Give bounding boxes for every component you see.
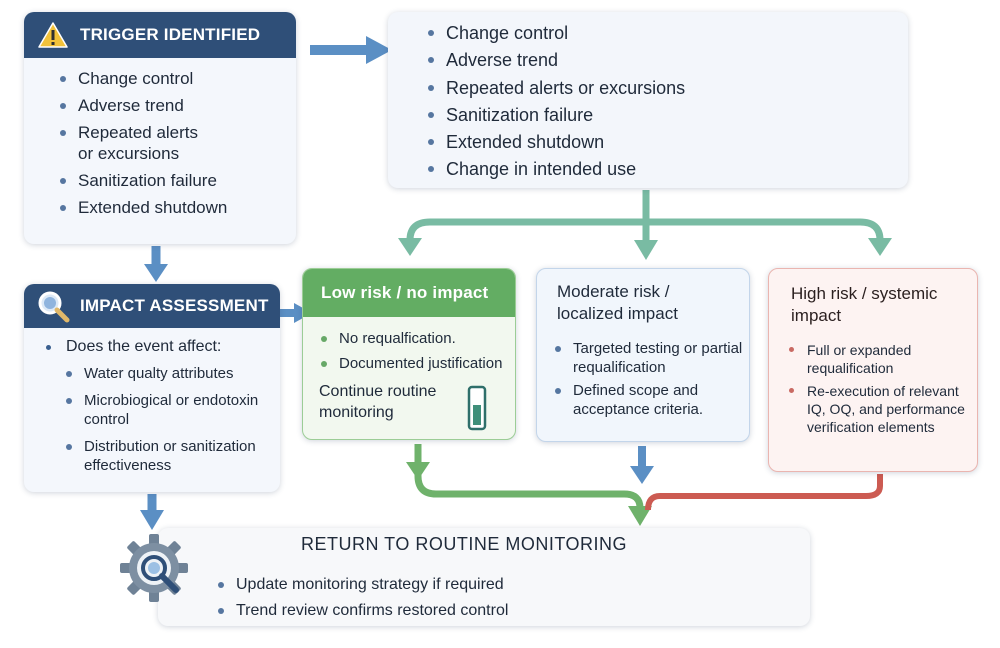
- list-item: Full or expanded requalification: [785, 341, 973, 377]
- list-item: Trend review confirms restored control: [214, 598, 508, 624]
- return-items: Update monitoring strategy if required T…: [214, 572, 508, 624]
- high-risk-card: High risk / systemic impact Full or expa…: [768, 268, 978, 472]
- list-item: Repeated alerts or excursions: [56, 122, 206, 164]
- magnifier-icon: [38, 291, 70, 323]
- list-item: Adverse trend: [56, 95, 227, 116]
- high-risk-items: Full or expanded requalification Re-exec…: [785, 341, 973, 441]
- trigger-list-card: Change control Adverse trend Repeated al…: [388, 12, 908, 188]
- impact-lead: Does the event affect:: [46, 338, 221, 356]
- list-item: Adverse trend: [424, 47, 685, 74]
- list-item: Extended shutdown: [56, 197, 227, 218]
- impact-assessment-card: IMPACT ASSESSMENT Does the event affect:…: [24, 284, 280, 492]
- list-item: Change control: [424, 20, 685, 47]
- arrow-split-green: [406, 190, 884, 242]
- return-monitoring-card: RETURN TO ROUTINE MONITORING Update moni…: [158, 528, 810, 626]
- gauge-icon: [467, 385, 487, 431]
- list-item: Sanitization failure: [424, 102, 685, 129]
- arrow-high-to-return: [645, 474, 883, 511]
- low-risk-items: No requalfication. Documented justificat…: [317, 329, 502, 379]
- low-risk-header: Low risk / no impact: [303, 269, 515, 317]
- impact-items: Water qualty attributes Microbiogical or…: [62, 364, 272, 483]
- list-item: Update monitoring strategy if required: [214, 572, 508, 598]
- list-item: Defined scope and acceptance criteria.: [551, 381, 747, 419]
- list-item: Change control: [56, 68, 227, 89]
- trigger-header: TRIGGER IDENTIFIED: [24, 12, 296, 58]
- moderate-risk-card: Moderate risk / localized impact Targete…: [536, 268, 750, 442]
- gear-magnifier-icon: [120, 534, 188, 602]
- impact-title: IMPACT ASSESSMENT: [80, 296, 269, 315]
- trigger-items: Change control Adverse trend Repeated al…: [56, 68, 227, 224]
- moderate-risk-title: Moderate risk / localized impact: [557, 282, 678, 323]
- list-item: Documented justification: [317, 354, 502, 373]
- list-item: Re-execution of relevant IQ, OQ, and per…: [785, 382, 973, 436]
- list-item: Distribution or sanitization effectivene…: [62, 437, 272, 475]
- low-risk-title: Low risk / no impact: [321, 283, 489, 302]
- list-item: Targeted testing or partial requalificat…: [551, 339, 747, 377]
- list-item: No requalfication.: [317, 329, 502, 348]
- trigger-title: TRIGGER IDENTIFIED: [80, 25, 261, 44]
- list-item: Water qualty attributes: [62, 364, 272, 383]
- list-item: Repeated alerts or excursions: [424, 75, 685, 102]
- trigger-identified-card: TRIGGER IDENTIFIED Change control Advers…: [24, 12, 296, 244]
- arrow-low-to-return: [414, 444, 644, 509]
- warning-icon: [38, 22, 68, 48]
- list-item: Change in intended use: [424, 156, 685, 183]
- return-title: RETURN TO ROUTINE MONITORING: [300, 534, 627, 554]
- list-item: Sanitization failure: [56, 170, 227, 191]
- list-item: Microbiogical or endotoxin control: [62, 391, 272, 429]
- list-item: Extended shutdown: [424, 129, 685, 156]
- low-risk-card: Low risk / no impact No requalfication. …: [302, 268, 516, 440]
- continue-monitoring-text: Continue routine monitoring: [319, 383, 437, 421]
- impact-header: IMPACT ASSESSMENT: [24, 284, 280, 328]
- trigger-list-items: Change control Adverse trend Repeated al…: [424, 20, 685, 184]
- high-risk-title: High risk / systemic impact: [791, 284, 938, 325]
- moderate-risk-items: Targeted testing or partial requalificat…: [551, 339, 747, 423]
